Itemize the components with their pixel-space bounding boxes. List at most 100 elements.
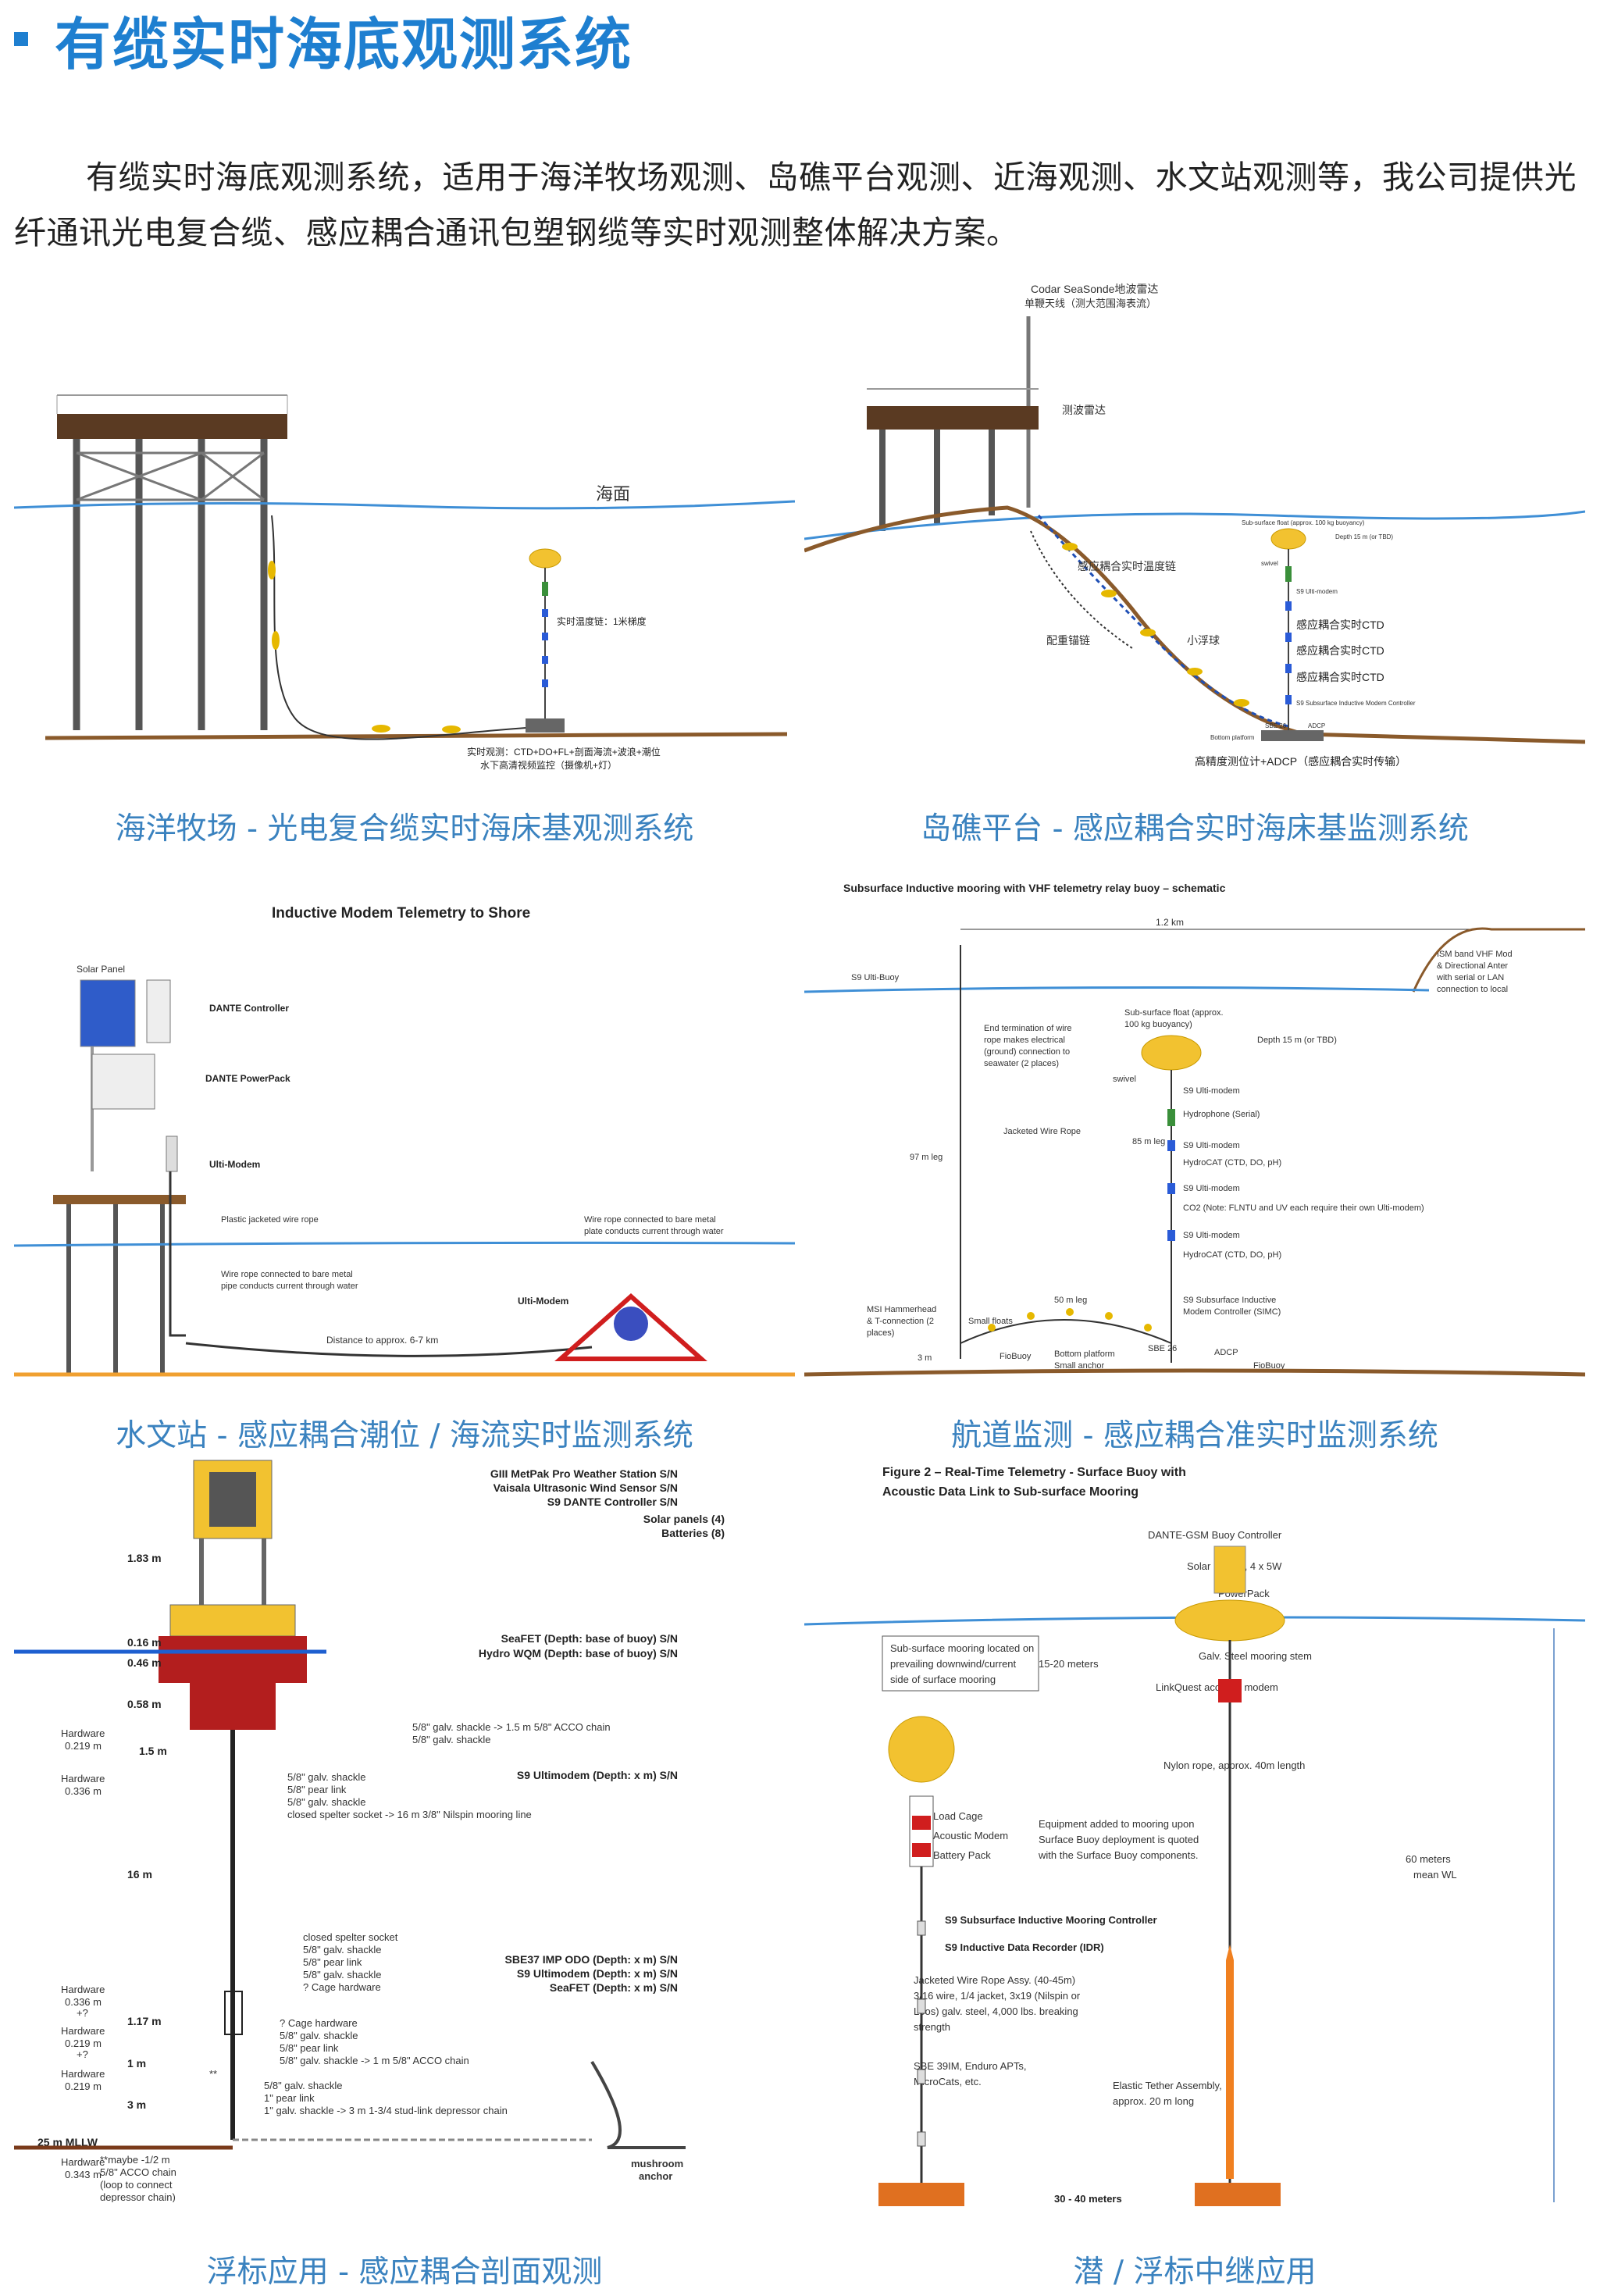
eq1: Equipment added to mooring upon (1039, 1818, 1194, 1830)
e1: ? Cage hardware (280, 2017, 358, 2029)
caption-island-platform: 岛礁平台 - 感应耦合实时海床基监测系统 (921, 811, 1469, 847)
modem2: S9 Ulti-modem (1183, 1141, 1240, 1150)
swivel-label: swivel (1261, 560, 1278, 567)
hydrocat1: HydroCAT (CTD, DO, pH) (1183, 1158, 1281, 1168)
c5: ? Cage hardware (303, 1981, 381, 1993)
dante-powerpack-label: DANTE PowerPack (205, 1073, 290, 1084)
square-bullet-icon (14, 32, 28, 46)
jacketed-label: Jacketed Wire Rope (1003, 1127, 1081, 1136)
buoy-profile-diagram: GIII MetPak Pro Weather Station S/N Vais… (14, 1460, 725, 2202)
f1: 5/8" galv. shackle (264, 2080, 342, 2091)
dante: DANTE-GSM Buoy Controller (1148, 1529, 1282, 1541)
wire3: Loos) galv. steel, 4,000 lbs. breaking (914, 2005, 1078, 2017)
mean2: mean WL (1413, 1869, 1457, 1881)
d046: 0.46 m (127, 1656, 162, 1669)
eq2: Surface Buoy deployment is quoted (1039, 1834, 1199, 1845)
hw5v: 0.219 m (65, 2080, 102, 2092)
sbe2: MicroCats, etc. (914, 2076, 982, 2087)
cage1: Load Cage (933, 1810, 983, 1822)
plastic-rope-label: Plastic jacketed wire rope (221, 1215, 319, 1225)
wire4: strength (914, 2021, 950, 2033)
g4: closed spelter socket -> 16 m 3/8" Nilsp… (287, 1809, 532, 1820)
hw3q: +? (77, 2007, 88, 2019)
wire2: 3/16 wire, 1/4 jacket, 3x19 (Nilspin or (914, 1990, 1081, 2002)
fig3-title: Inductive Modem Telemetry to Shore (272, 905, 530, 922)
hw6: Hardware (61, 2156, 105, 2168)
plate-note-2: plate conducts current through water (584, 1227, 724, 1236)
nylon: Nylon rope, approx. 40m length (1163, 1759, 1305, 1771)
swivel-label: swivel (1113, 1075, 1136, 1084)
sbe26-label: SBE 26 (1148, 1344, 1177, 1353)
m2: 5/8" ACCO chain (100, 2166, 176, 2178)
caption-hydro-station: 水文站 - 感应耦合潮位 / 海流实时监测系统 (116, 1418, 693, 1453)
c3: 5/8" pear link (303, 1956, 362, 1968)
d16: 16 m (127, 1868, 152, 1881)
fiobuoy2: FioBuoy (1253, 1361, 1285, 1371)
caption-channel-monitor: 航道监测 - 感应耦合准实时监测系统 (951, 1418, 1438, 1453)
cage2: Acoustic Modem (933, 1830, 1008, 1841)
anchor2: anchor (639, 2170, 672, 2182)
ctd3-label: 感应耦合实时CTD (1296, 671, 1384, 683)
hydrocat2: HydroCAT (CTD, DO, pH) (1183, 1250, 1281, 1260)
hydro-station-diagram: Inductive Modem Telemetry to Shore Solar… (14, 905, 795, 1377)
anchor-chain-label: 配重锚链 (1046, 634, 1090, 647)
d016: 0.16 m (127, 1636, 162, 1649)
adcp-label: ADCP (1214, 1348, 1238, 1357)
adcp-label: ADCP (1308, 722, 1325, 729)
sbe1: SBE 39IM, Enduro APTs, (914, 2060, 1027, 2072)
box1: Sub-surface mooring located on (890, 1642, 1034, 1654)
stem: Galv. Steel mooring stem (1199, 1650, 1312, 1662)
modem3: S9 Ulti-modem (1183, 1184, 1240, 1193)
leg50-label: 50 m leg (1054, 1296, 1087, 1305)
hydrophone: Hydrophone (Serial) (1183, 1110, 1260, 1119)
c2: 5/8" galv. shackle (303, 1944, 381, 1956)
m3: (loop to connect (100, 2179, 173, 2191)
s9ctrl: S9 Subsurface Inductive Mooring Controll… (945, 1914, 1157, 1926)
s9idr: S9 Inductive Data Recorder (IDR) (945, 1941, 1104, 1953)
pipe-note-1: Wire rope connected to bare metal (221, 1270, 353, 1279)
figure-buoy-profile: GIII MetPak Pro Weather Station S/N Vais… (14, 1453, 795, 2202)
hw5: Hardware (61, 2068, 105, 2080)
ocean-ranch-diagram: 海面 实时温度链：1米梯度 实时观测：CTD+DO+FL+剖面海流+波浪+潮位 … (14, 394, 795, 771)
eq3: with the Surface Buoy components. (1038, 1849, 1199, 1861)
ctd1-label: 感应耦合实时CTD (1296, 619, 1384, 631)
hw1: Hardware (61, 1727, 105, 1739)
bottom-note: 高精度测位计+ADCP（感应耦合实时传输） (1195, 755, 1406, 768)
msi-2: & T-connection (2 (867, 1317, 934, 1326)
radar-title: Codar SeaSonde地波雷达 (1031, 283, 1158, 295)
e3: 5/8" pear link (280, 2042, 339, 2054)
m4: depressor chain) (100, 2191, 176, 2202)
end-3: (ground) connection to (984, 1047, 1070, 1057)
seafet: SeaFET (Depth: base of buoy) S/N (501, 1632, 678, 1645)
caption-ocean-ranch: 海洋牧场 - 光电复合缆实时海床基观测系统 (115, 811, 694, 847)
tether2: approx. 20 m long (1113, 2095, 1194, 2107)
obs-line2: 水下高清视频监控（摄像机+灯） (480, 759, 617, 771)
hw2v: 0.336 m (65, 1785, 102, 1797)
float-label: Sub-surface float (approx. 100 kg buoyan… (1242, 519, 1365, 526)
island-platform-diagram: Codar SeaSonde地波雷达 单鞭天线（测大范围海表流） 测波雷达 感应… (804, 283, 1585, 768)
ism-1: ISM band VHF Mod (1437, 950, 1513, 959)
fiobuoy1: FioBuoy (1000, 1352, 1032, 1361)
r1: GIII MetPak Pro Weather Station S/N (490, 1467, 678, 1480)
figure-island-platform: Codar SeaSonde地波雷达 单鞭天线（测大范围海表流） 测波雷达 感应… (804, 273, 1585, 781)
stars: ** (209, 2068, 217, 2080)
r3: S9 DANTE Controller S/N (547, 1496, 678, 1508)
leg85-label: 85 m leg (1132, 1137, 1165, 1146)
r5: Batteries (8) (661, 1527, 725, 1539)
page-title: 有缆实时海底观测系统 (14, 0, 633, 78)
ism-2: & Directional Anter (1437, 961, 1508, 971)
figure-hydro-station: Inductive Modem Telemetry to Shore Solar… (14, 875, 795, 1390)
sea-surface-label: 海面 (596, 484, 630, 504)
d15: 1.5 m (139, 1745, 167, 1757)
t1: Figure 2 – Real-Time Telemetry - Surface… (882, 1466, 1186, 1479)
f2: 1" pear link (264, 2092, 315, 2104)
s9ulti: S9 Ultimodem (Depth: x m) S/N (517, 1769, 678, 1781)
pipe-note-2: pipe conducts current through water (221, 1282, 358, 1291)
ulti-modem-label: Ulti-Modem (209, 1159, 260, 1170)
m1: **maybe -1/2 m (100, 2154, 170, 2166)
hw3v: 0.336 m (65, 1996, 102, 2008)
linkquest: LinkQuest acoustic modem (1156, 1681, 1278, 1693)
f3: 1" galv. shackle -> 3 m 1-3/4 stud-link … (264, 2105, 508, 2116)
end-4: seawater (2 places) (984, 1059, 1059, 1068)
shackle1: 5/8" galv. shackle -> 1.5 m 5/8" ACCO ch… (412, 1721, 611, 1733)
